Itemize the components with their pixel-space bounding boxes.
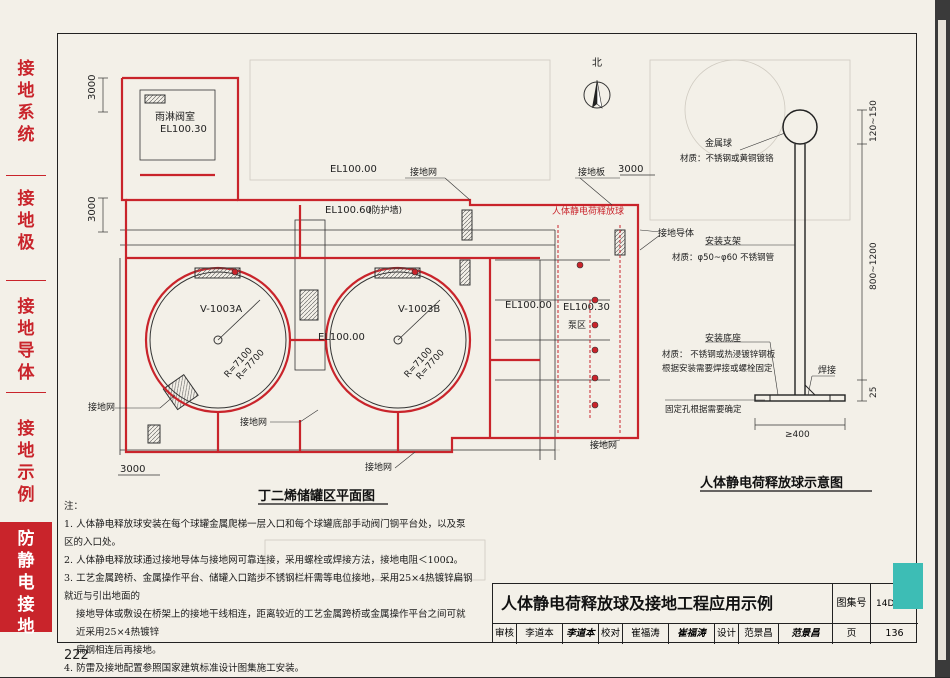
note-item: 2. 人体静电释放球通过接地导体与接地网可靠连接，采用螺栓或焊接方法，接地电阻＜… — [64, 555, 464, 566]
detail-drawing — [665, 109, 867, 430]
side-tab-label: 防静电接地 — [17, 529, 35, 637]
side-tab-label: 接地导体 — [17, 297, 35, 383]
drawing-page-number: 136 — [885, 628, 904, 639]
detail-dim-base: 25 — [869, 387, 879, 398]
drawing-frame — [57, 33, 917, 643]
notes-head: 注： — [64, 501, 84, 512]
side-tab-ground-electrode[interactable]: 接地极 — [0, 188, 52, 254]
conductor-label: 接地导体 — [658, 227, 694, 239]
elevation-100-center: EL100.00 — [318, 332, 365, 343]
note-item: 接地导体或敷设在桥架上的接地干线相连，距离较近的工艺金属跨桥或金属操作平台之间可… — [76, 609, 466, 638]
grounding-net-label: 接地网 — [410, 166, 437, 178]
tank-a-label: V-1003A — [200, 304, 242, 315]
elevation-100: EL100.00 — [330, 164, 377, 175]
page-label: 页 — [833, 624, 871, 644]
detail-base-material-2: 根据安装需要焊接或螺栓固定 — [662, 363, 773, 374]
checker-signature: 崔福涛 — [669, 624, 715, 644]
notes: 注： 1. 人体静电释放球安装在每个球罐金属爬梯一层入口和每个球罐底部手动阀门钢… — [64, 498, 474, 678]
grounding-conductor-dashed — [557, 225, 621, 435]
tank-b-label: V-1003B — [398, 304, 440, 315]
book-page-number: 222 — [64, 648, 89, 663]
note-item: 4. 防雷及接地配置参照国家建筑标准设计图集施工安装。 — [64, 663, 305, 674]
side-tab-grounding-system[interactable]: 接地系统 — [0, 58, 52, 146]
design-label: 设计 — [715, 624, 739, 644]
grounding-net-left: 接地网 — [88, 401, 115, 413]
grounding-net-bottom: 接地网 — [365, 461, 392, 473]
designer-name: 范景昌 — [739, 624, 779, 644]
designer-signature: 范景昌 — [779, 624, 833, 644]
page-edge-strip — [938, 20, 946, 660]
elevation-right-1: EL100.00 — [505, 300, 552, 311]
dim-3000-right: 3000 — [618, 164, 643, 175]
side-tab-ground-example[interactable]: 接地示例 — [0, 418, 52, 506]
detail-dim-top: 120~150 — [869, 100, 879, 142]
detail-bracket-label: 安装支架 — [705, 235, 741, 247]
note-item: 3. 工艺金属跨桥、金属操作平台、储罐入口踏步不锈钢栏杆需等电位接地，采用25×… — [64, 573, 473, 602]
elevation-100-60: EL100.60 — [325, 205, 372, 216]
reviewer-signature: 李道本 — [563, 624, 599, 644]
detail-base-material-1: 材质： 不锈钢或热浸镀锌钢板 — [662, 349, 776, 360]
side-divider — [6, 280, 46, 281]
side-tab-ground-conductor[interactable]: 接地导体 — [0, 296, 52, 384]
north-arrow — [583, 79, 611, 109]
grounding-net-center: 接地网 — [240, 416, 267, 428]
dim-3000-mid: 3000 — [87, 197, 98, 222]
detail-dim-width: ≥400 — [785, 430, 810, 440]
detail-holes-label: 固定孔根据需要确定 — [665, 404, 742, 415]
grounding-net-right: 接地网 — [590, 439, 617, 451]
room-label: 雨淋阀室 — [155, 110, 195, 123]
checker-name: 崔福涛 — [623, 624, 669, 644]
release-ball-markers — [231, 261, 599, 409]
dimension-lines — [98, 77, 655, 476]
detail-ball-material: 材质：不锈钢或黄铜镀铬 — [680, 153, 774, 164]
dim-3000-top: 3000 — [87, 75, 98, 100]
release-ball-label: 人体静电荷释放球 — [552, 205, 624, 217]
review-label: 审核 — [493, 624, 517, 644]
note-item: 扁钢相连后再接地。 — [76, 645, 162, 656]
grounding-plate-label: 接地板 — [578, 166, 605, 178]
plan-structure — [119, 89, 610, 460]
index-tab — [893, 563, 923, 609]
atlas-label: 图集号 — [833, 584, 871, 624]
note-item: 1. 人体静电释放球安装在每个球罐金属爬梯一层入口和每个球罐底部手动阀门钢平台处… — [64, 519, 466, 548]
side-tab-label: 接地极 — [17, 189, 35, 253]
side-tab-label: 接地示例 — [17, 419, 35, 505]
pump-area-label: 泵区 — [568, 320, 586, 331]
tank-a — [144, 266, 292, 414]
detail-weld-label: 焊接 — [818, 364, 836, 376]
detail-bracket-material: 材质：φ50~φ60 不锈钢管 — [672, 252, 774, 263]
leader-lines — [115, 177, 661, 469]
wall-label: (防护墙) — [368, 204, 402, 216]
title-block: 人体静电荷释放球及接地工程应用示例 图集号 14D504 审核 李道本 李道本 … — [492, 583, 918, 644]
drawing-title: 人体静电荷释放球及接地工程应用示例 — [493, 584, 833, 624]
detail-ball-label: 金属球 — [705, 137, 732, 149]
north-label: 北 — [592, 57, 602, 69]
check-label: 校对 — [599, 624, 623, 644]
detail-base-label: 安装底座 — [705, 332, 741, 344]
signature-row: 审核 李道本 李道本 校对 崔福涛 崔福涛 设计 范景昌 范景昌 页 136 — [493, 624, 918, 644]
reviewer-name: 李道本 — [517, 624, 563, 644]
room-elevation: EL100.30 — [160, 124, 207, 135]
dim-3000-bottom: 3000 — [120, 464, 145, 475]
detail-dim-mid: 800~1200 — [869, 242, 879, 290]
side-divider — [6, 392, 46, 393]
side-tab-label: 接地系统 — [17, 59, 35, 145]
elevation-right-2: EL100.30 — [563, 302, 610, 313]
plan-title: 丁二烯储罐区平面图 — [258, 488, 375, 504]
side-tab-antistatic[interactable]: 防静电接地 — [0, 522, 52, 637]
side-divider — [6, 175, 46, 176]
detail-title: 人体静电荷释放球示意图 — [700, 475, 843, 491]
